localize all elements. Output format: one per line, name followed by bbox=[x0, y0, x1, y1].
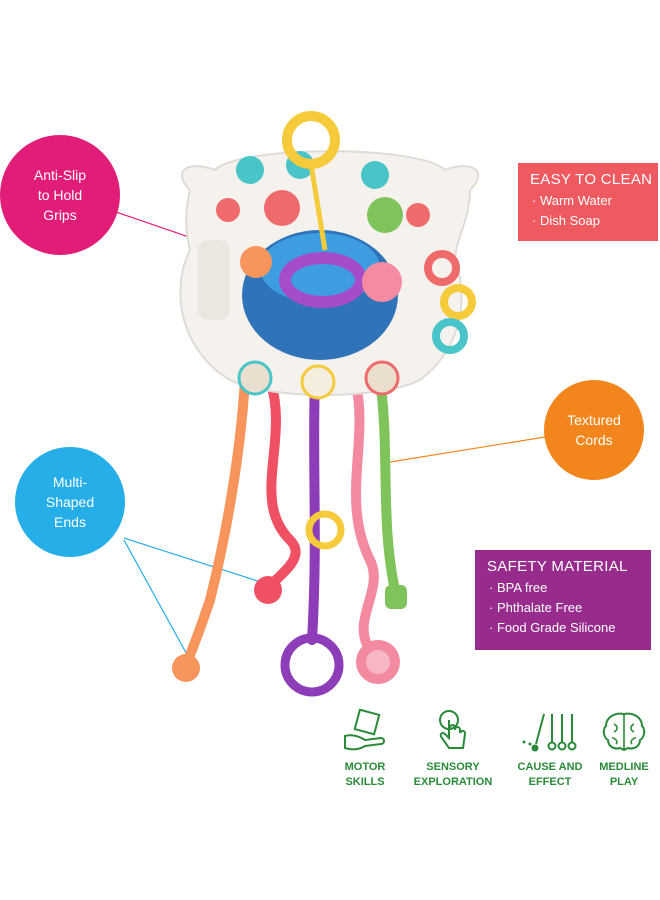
feature-label: SENSORY bbox=[426, 761, 480, 773]
touch-hand-icon bbox=[439, 710, 467, 749]
feature-sensory-exploration: SENSORY EXPLORATION bbox=[408, 708, 498, 790]
safety-material-title: SAFETY MATERIAL bbox=[487, 558, 628, 575]
feature-label: EXPLORATION bbox=[413, 776, 493, 788]
multi-shaped-leader-line-1 bbox=[123, 537, 271, 586]
safety-material-box: SAFETY MATERIAL BPA free Phthalate Free … bbox=[475, 550, 651, 650]
multi-shaped-line-3: Ends bbox=[54, 514, 86, 530]
pink-cord bbox=[350, 375, 379, 655]
yellow-ring-on-cord bbox=[305, 510, 345, 550]
red-round-end bbox=[254, 576, 282, 604]
textured-cords-callout: Textured Cords bbox=[544, 380, 644, 480]
anti-slip-line-1: Anti-Slip bbox=[33, 167, 87, 183]
anti-slip-line-2: to Hold bbox=[37, 187, 83, 203]
easy-to-clean-item: Warm Water bbox=[530, 191, 658, 211]
multi-shaped-line-1: Multi- bbox=[52, 474, 88, 490]
green-square-end bbox=[385, 585, 407, 609]
brain-icon bbox=[602, 712, 646, 752]
purple-cord bbox=[307, 375, 320, 645]
red-cord bbox=[263, 375, 301, 595]
easy-to-clean-box: EASY TO CLEAN Warm Water Dish Soap bbox=[518, 163, 658, 241]
feature-label: MEDLINE bbox=[599, 761, 649, 773]
feature-label: SKILLS bbox=[345, 776, 385, 788]
purple-ring-end bbox=[280, 633, 344, 697]
hand-holding-block-icon bbox=[344, 708, 385, 751]
anti-slip-callout: Anti-Slip to Hold Grips bbox=[0, 135, 120, 255]
easy-to-clean-title: EASY TO CLEAN bbox=[530, 171, 653, 188]
feature-label: CAUSE AND bbox=[517, 761, 583, 773]
safety-material-item: Food Grade Silicone bbox=[487, 618, 651, 638]
textured-line-1: Textured bbox=[567, 412, 621, 428]
pull-cords-icon bbox=[522, 713, 577, 752]
safety-material-item: Phthalate Free bbox=[487, 598, 651, 618]
orange-cord bbox=[183, 375, 250, 665]
feature-label: PLAY bbox=[609, 776, 639, 788]
feature-label: MOTOR bbox=[344, 761, 386, 773]
safety-material-item: BPA free bbox=[487, 578, 651, 598]
green-cord bbox=[375, 375, 400, 595]
multi-shaped-leader-line-2 bbox=[123, 539, 191, 661]
feature-motor-skills: MOTOR SKILLS bbox=[320, 708, 410, 790]
anti-slip-line-3: Grips bbox=[43, 207, 77, 223]
textured-grip-pad bbox=[198, 240, 230, 320]
feature-medline-play: MEDLINE PLAY bbox=[588, 708, 660, 790]
feature-label: EFFECT bbox=[528, 776, 572, 788]
textured-leader-line bbox=[389, 436, 546, 463]
orange-flower-end bbox=[172, 654, 200, 682]
easy-to-clean-item: Dish Soap bbox=[530, 211, 658, 231]
feature-cause-and-effect: CAUSE AND EFFECT bbox=[505, 708, 595, 790]
multi-shaped-callout: Multi- Shaped Ends bbox=[15, 447, 125, 557]
multi-shaped-line-2: Shaped bbox=[45, 494, 95, 510]
textured-line-2: Cords bbox=[575, 432, 613, 448]
